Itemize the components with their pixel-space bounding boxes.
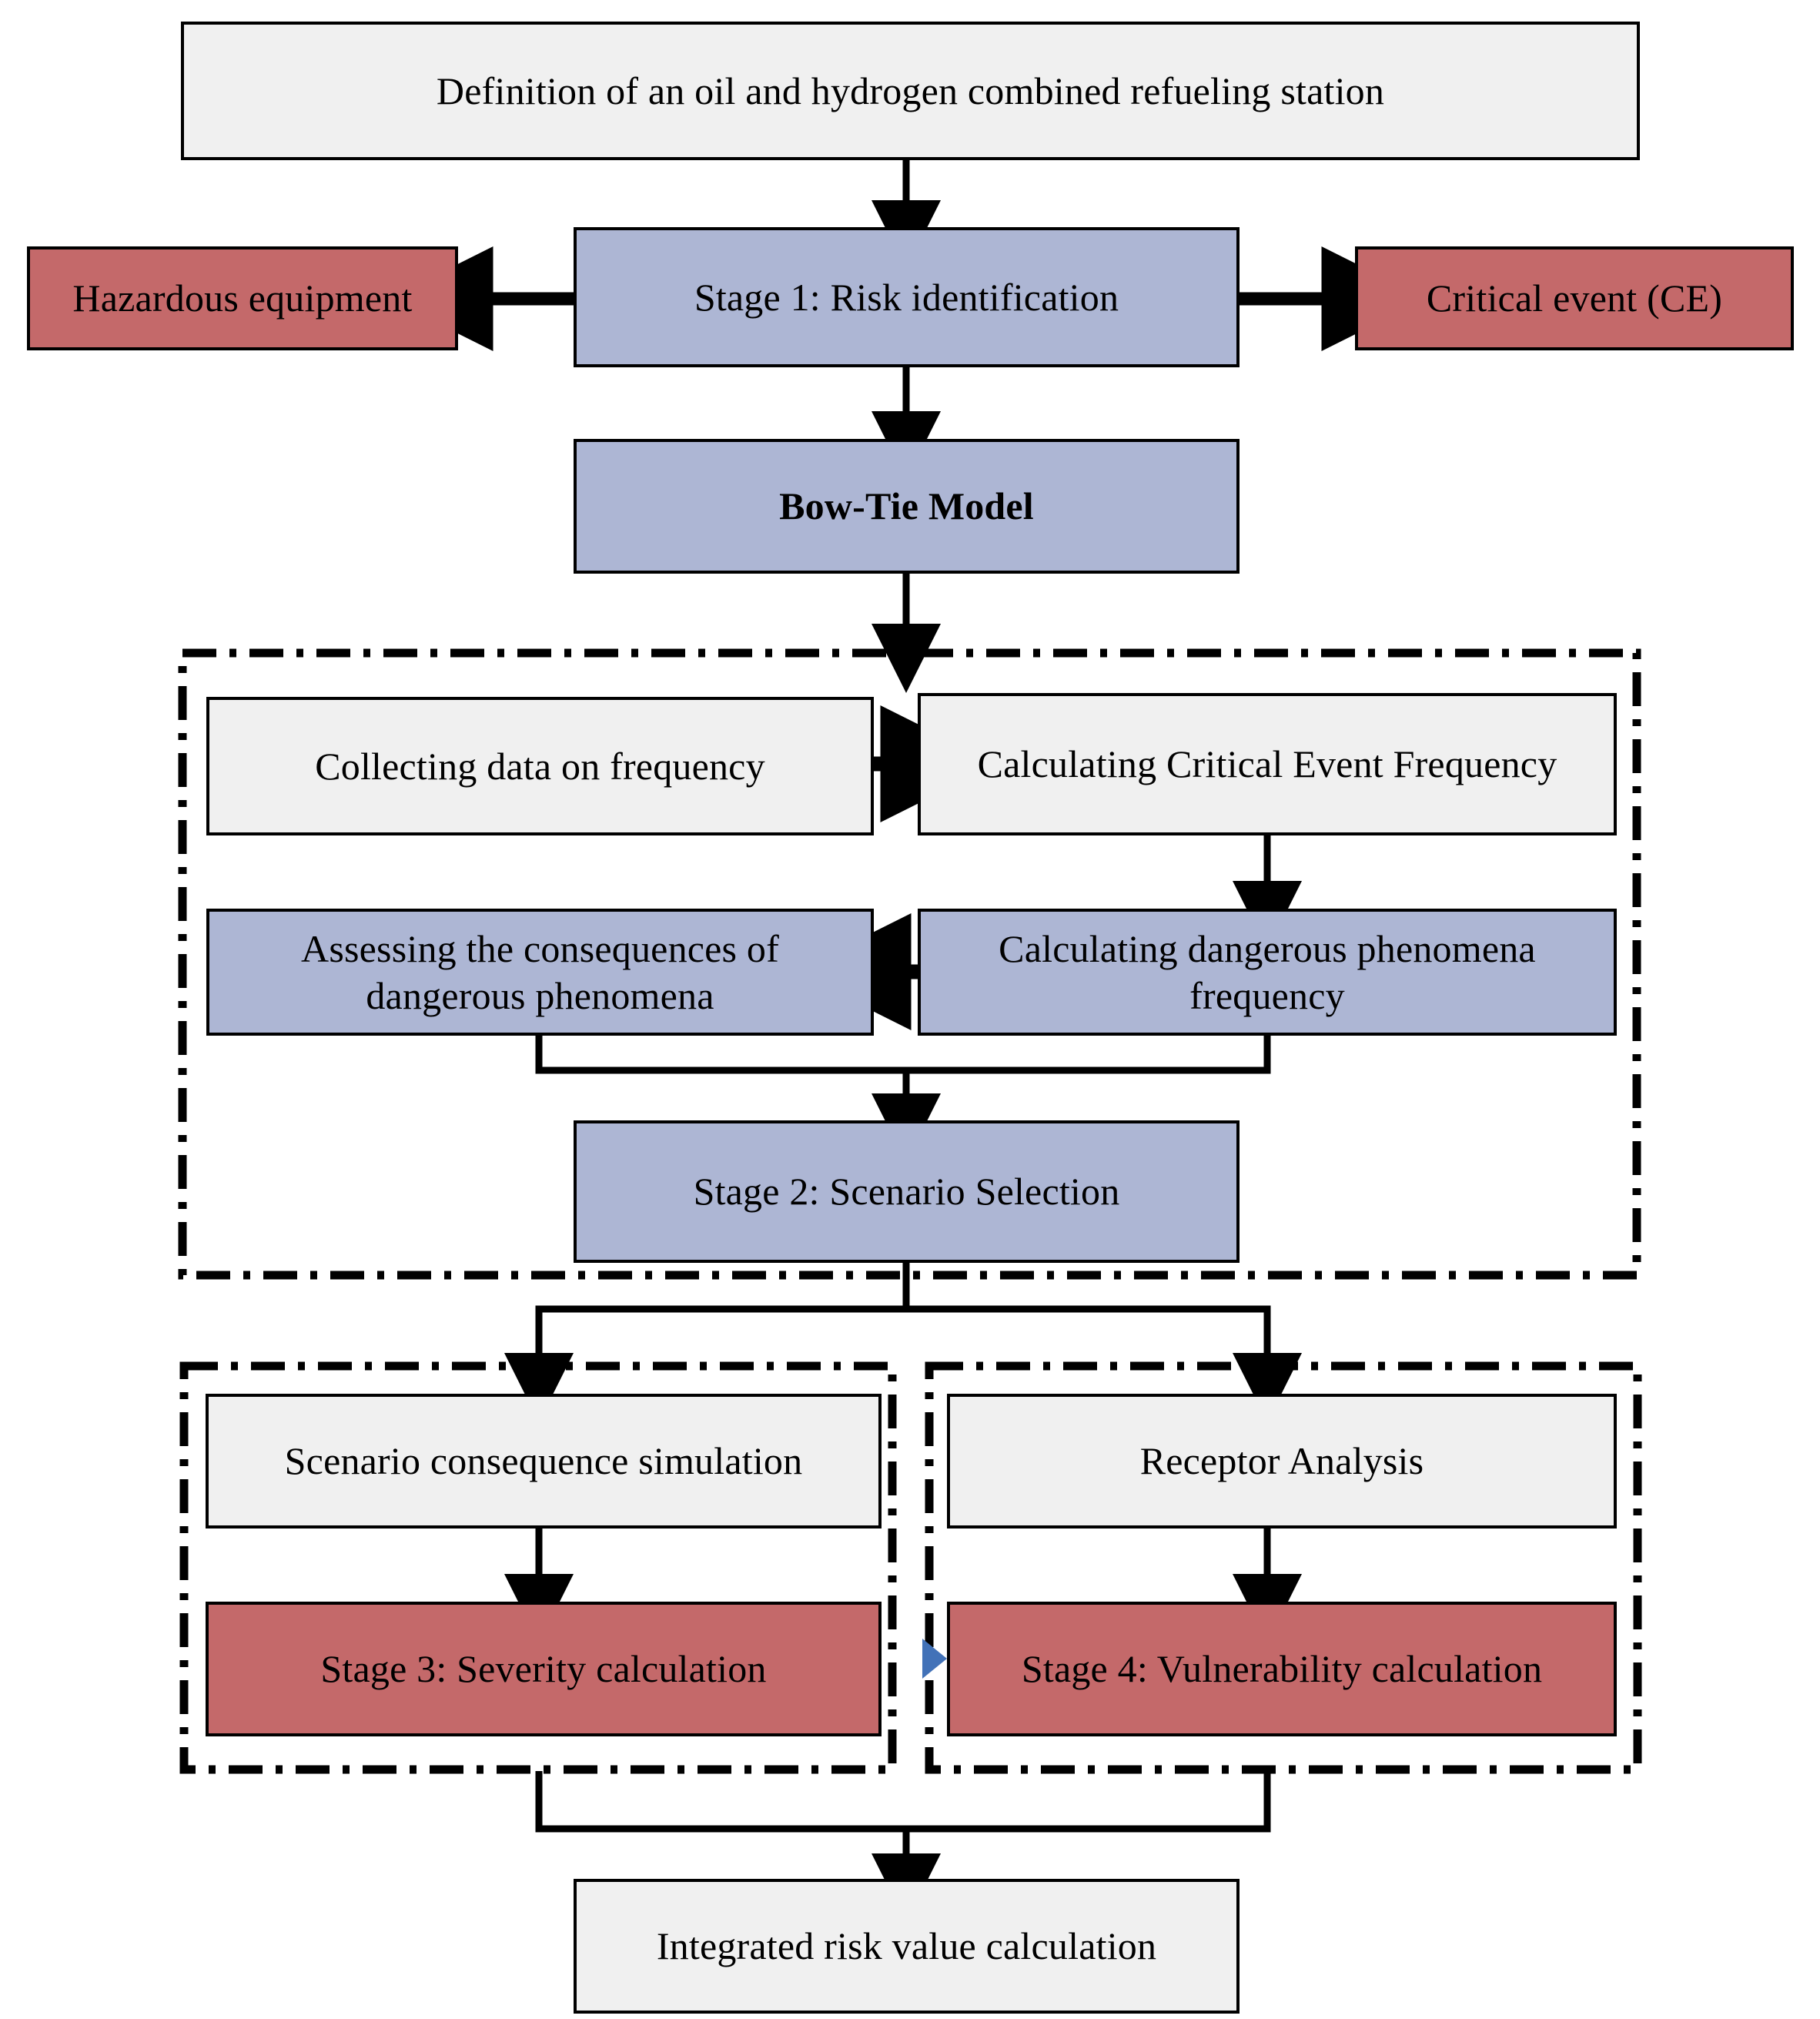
node-collecting-data[interactable]: Collecting data on frequency <box>206 697 874 835</box>
node-stage-3[interactable]: Stage 3: Severity calculation <box>206 1602 882 1736</box>
node-assessing-consequences[interactable]: Assessing the consequences of dangerous … <box>206 909 874 1036</box>
node-definition[interactable]: Definition of an oil and hydrogen combin… <box>181 22 1640 160</box>
node-calculating-ce-frequency[interactable]: Calculating Critical Event Frequency <box>918 693 1617 835</box>
node-assessing-consequences-label: Assessing the consequences of dangerous … <box>301 926 779 1017</box>
node-hazardous-equipment[interactable]: Hazardous equipment <box>27 246 458 350</box>
node-stage-3-label: Stage 3: Severity calculation <box>320 1647 767 1690</box>
node-stage-4-label: Stage 4: Vulnerability calculation <box>1021 1647 1543 1690</box>
node-critical-event-label: Critical event (CE) <box>1426 276 1723 320</box>
node-stage-4[interactable]: Stage 4: Vulnerability calculation <box>947 1602 1617 1736</box>
node-definition-label: Definition of an oil and hydrogen combin… <box>436 69 1385 112</box>
node-integrated-risk-value-label: Integrated risk value calculation <box>656 1924 1157 1967</box>
node-stage-2[interactable]: Stage 2: Scenario Selection <box>574 1120 1240 1263</box>
node-collecting-data-label: Collecting data on frequency <box>315 744 765 788</box>
node-calculating-dp-frequency-label: Calculating dangerous phenomena frequenc… <box>999 926 1536 1017</box>
node-bow-tie-model[interactable]: Bow-Tie Model <box>574 439 1240 574</box>
node-integrated-risk-value[interactable]: Integrated risk value calculation <box>574 1879 1240 2014</box>
node-scenario-consequence-simulation-label: Scenario consequence simulation <box>284 1439 803 1482</box>
node-stage-2-label: Stage 2: Scenario Selection <box>693 1170 1120 1213</box>
node-bow-tie-model-label: Bow-Tie Model <box>779 484 1034 527</box>
node-critical-event[interactable]: Critical event (CE) <box>1355 246 1794 350</box>
cursor-pointer-icon <box>922 1639 947 1679</box>
node-stage-1[interactable]: Stage 1: Risk identification <box>574 227 1240 367</box>
node-scenario-consequence-simulation[interactable]: Scenario consequence simulation <box>206 1394 882 1528</box>
node-receptor-analysis[interactable]: Receptor Analysis <box>947 1394 1617 1528</box>
node-calculating-dp-frequency[interactable]: Calculating dangerous phenomena frequenc… <box>918 909 1617 1036</box>
node-hazardous-equipment-label: Hazardous equipment <box>72 276 413 320</box>
node-stage-1-label: Stage 1: Risk identification <box>694 275 1119 319</box>
node-receptor-analysis-label: Receptor Analysis <box>1139 1439 1424 1482</box>
node-calculating-ce-frequency-label: Calculating Critical Event Frequency <box>977 742 1557 785</box>
